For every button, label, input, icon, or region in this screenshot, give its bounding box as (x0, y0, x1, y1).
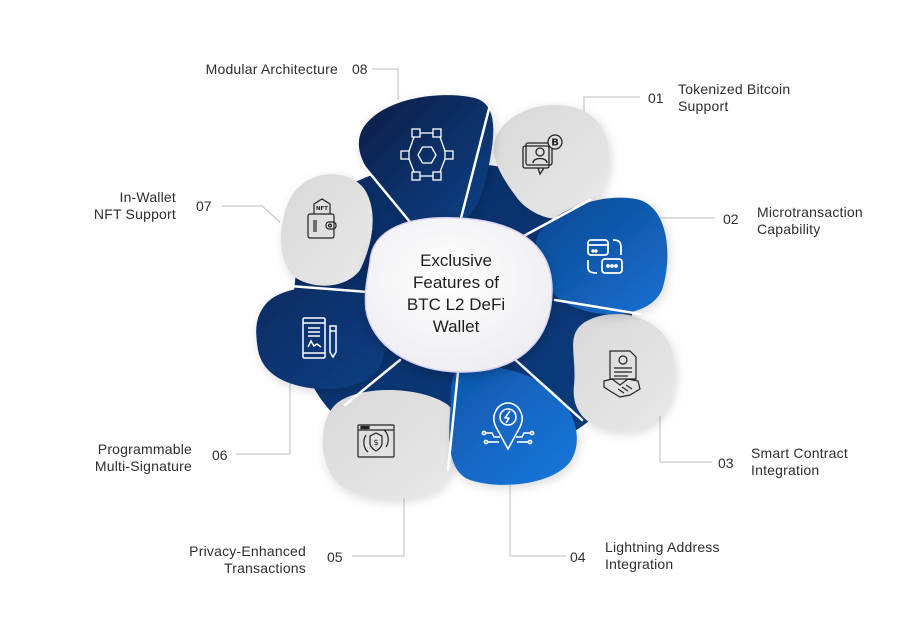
petal-04-lightning-address (449, 365, 577, 485)
lightning-location-pin-icon (481, 402, 535, 451)
svg-text:B: B (551, 138, 559, 149)
feature-05-line1: Privacy-Enhanced (189, 543, 306, 559)
connector-08 (372, 68, 399, 100)
petal-05-privacy-enhanced (322, 390, 460, 500)
feature-08-label: Modular Architecture (150, 61, 338, 78)
feature-03-number: 03 (718, 455, 734, 471)
center-title: Exclusive Features of BTC L2 DeFi Wallet (407, 251, 505, 336)
connector-05 (352, 490, 405, 557)
feature-08-line1: Modular Architecture (205, 61, 338, 77)
tablet-signature-pen-icon (302, 317, 337, 359)
payment-cards-exchange-icon (587, 239, 623, 274)
feature-03-line1: Smart Contract (751, 445, 848, 461)
feature-06-label: Programmable Multi-Signature (40, 441, 192, 475)
feature-03-label: Smart Contract Integration (751, 445, 911, 479)
feature-01-number: 01 (648, 90, 664, 106)
center-title-line-4: Wallet (433, 317, 480, 336)
feature-02-line2: Capability (757, 221, 821, 237)
feature-07-line2: NFT Support (93, 206, 176, 222)
feature-02-line1: Microtransaction (757, 204, 863, 220)
nft-wallet-icon: NFT (307, 198, 337, 239)
center-title-line-2: Features of (413, 273, 499, 292)
feature-04-line1: Lightning Address (605, 539, 720, 555)
feature-04-number: 04 (570, 549, 586, 565)
connector-06 (236, 380, 291, 455)
feature-01-label: Tokenized Bitcoin Support (678, 81, 858, 115)
feature-02-number: 02 (723, 211, 739, 227)
feature-06-number: 06 (212, 447, 228, 463)
secure-payment-window-icon: $ (357, 424, 395, 458)
feature-05-number: 05 (327, 549, 343, 565)
feature-05-label: Privacy-Enhanced Transactions (140, 543, 306, 577)
center-title-line-1: Exclusive (420, 251, 492, 270)
center-title-line-3: BTC L2 DeFi (407, 295, 505, 314)
bitcoin-user-chat-icon: B (522, 134, 563, 176)
center-disc (364, 217, 553, 373)
feature-04-line2: Integration (605, 556, 674, 572)
feature-06-line2: Multi-Signature (94, 458, 192, 474)
feature-02-label: Microtransaction Capability (757, 204, 917, 238)
petal-02-microtransaction (535, 197, 668, 315)
blockchain-network-icon (400, 128, 454, 181)
petal-separators (288, 103, 642, 472)
feature-07-line1: In-Wallet (119, 189, 176, 205)
connector-03 (659, 410, 712, 463)
feature-06-line1: Programmable (97, 441, 192, 457)
petal-06-multi-signature (256, 286, 386, 390)
feature-03-line2: Integration (751, 462, 820, 478)
connector-07 (222, 205, 281, 223)
feature-01-line2: Support (678, 98, 729, 114)
feature-05-line2: Transactions (223, 560, 306, 576)
feature-08-number: 08 (352, 61, 368, 77)
petal-07-nft-support (281, 174, 373, 286)
connector-lines (222, 68, 715, 557)
svg-text:$: $ (373, 438, 378, 447)
contract-handshake-icon (603, 350, 641, 398)
petal-08-modular-architecture (358, 95, 494, 229)
feature-04-label: Lightning Address Integration (605, 539, 775, 573)
connector-04 (509, 480, 566, 557)
svg-text:NFT: NFT (316, 206, 328, 212)
feature-07-label: In-Wallet NFT Support (60, 189, 176, 223)
feature-07-number: 07 (196, 198, 212, 214)
connector-01 (583, 96, 640, 115)
feature-01-line1: Tokenized Bitcoin (678, 81, 791, 97)
